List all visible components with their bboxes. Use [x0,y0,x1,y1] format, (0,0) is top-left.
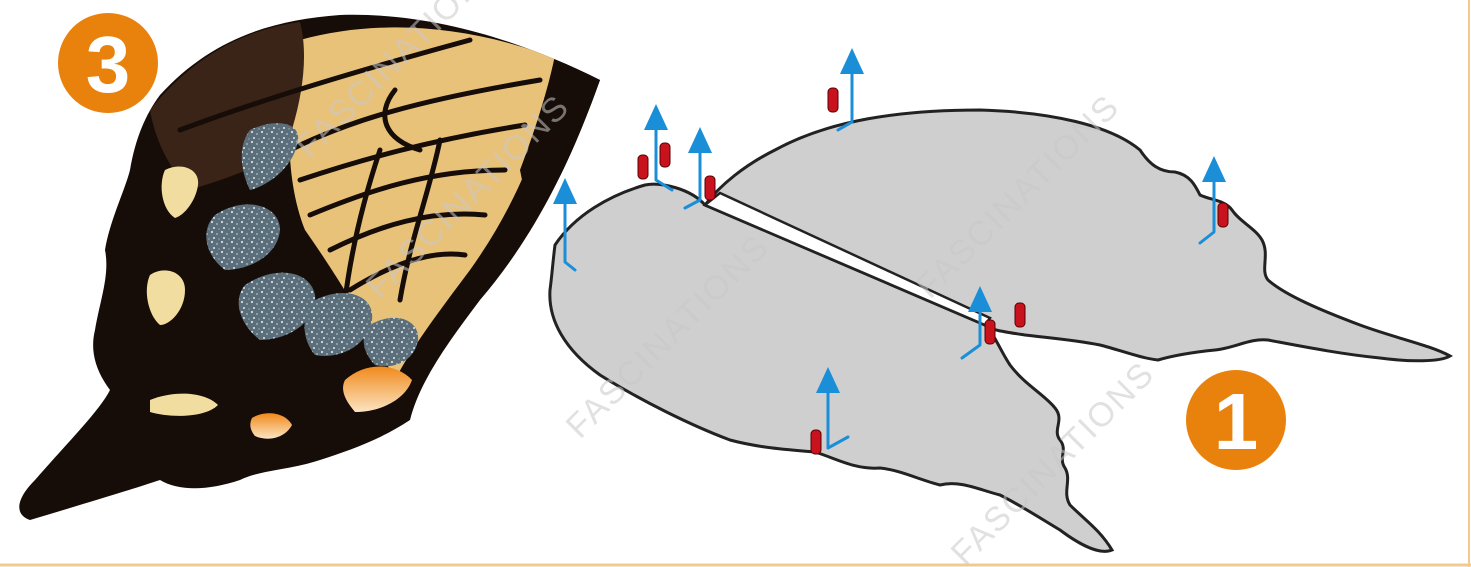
arrow-up-icon [838,48,864,130]
step-number-3: 3 [86,20,131,109]
tab-icon [828,88,838,112]
step-badge-1: 1 [1186,370,1286,470]
tab-icon [811,430,821,454]
tab-icon [1015,303,1025,327]
tab-icon [660,143,670,167]
tab-icon [638,155,648,179]
step-number-1: 1 [1214,377,1259,466]
step-badge-3: 3 [58,13,158,113]
tab-icon [1218,203,1228,227]
tab-icon [985,320,995,344]
tab-icon [705,176,715,200]
